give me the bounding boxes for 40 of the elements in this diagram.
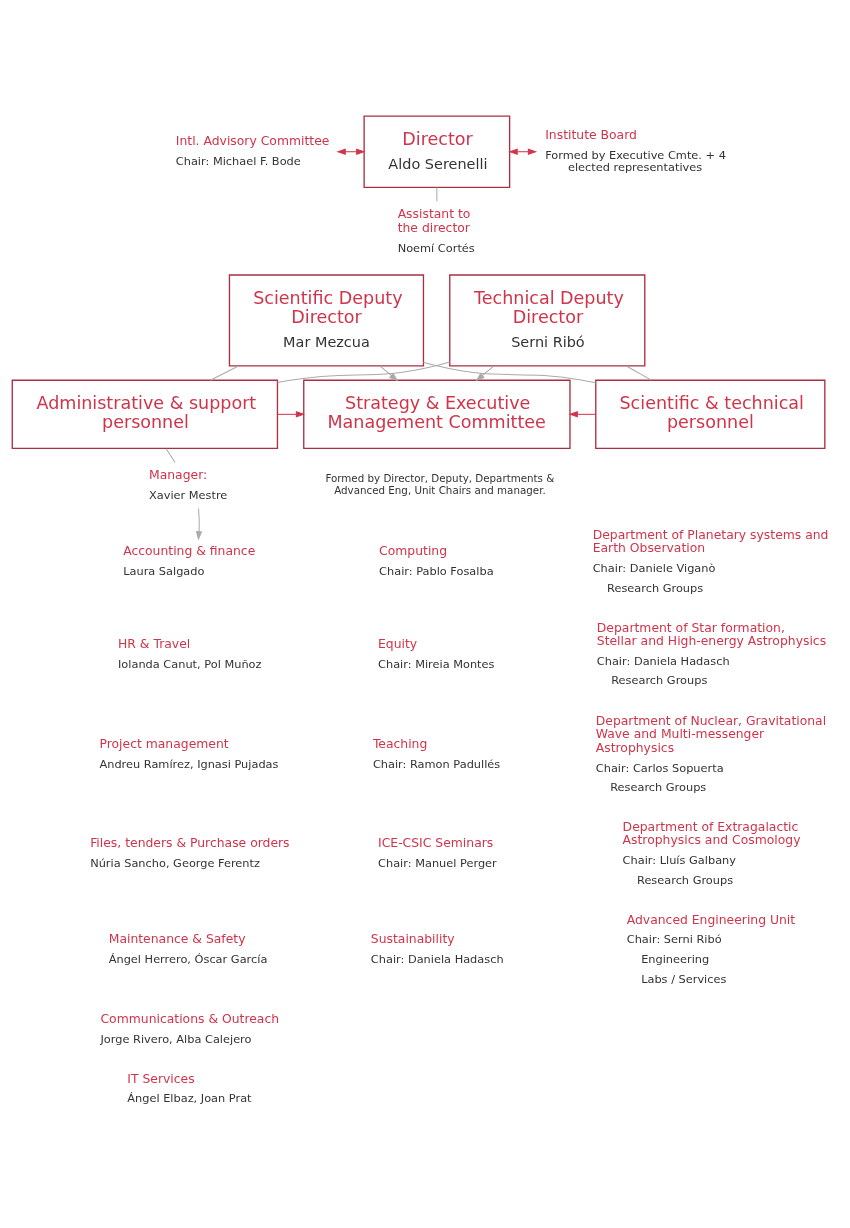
connector [277, 361, 451, 383]
node-text: Department of Nuclear, Gravitational Wave and Multi-messenger Astrophysics Chair: Carlos Sopuerta Research Groups [595, 714, 827, 795]
arrow [276, 411, 306, 418]
node-box: Director Aldo Serenelli [363, 115, 511, 188]
node-text: Maintenance & Safety Ángel Herrero, Óscar García [108, 932, 268, 967]
node-text: Files, tenders & Purchase orders Núria Sancho, George Ferentz [90, 836, 290, 871]
node-text: Project management Andreu Ramírez, Ignasi Pujadas [99, 736, 279, 771]
node-text: Institute Board Formed by Executive Cmte. + 4 elected representatives [545, 127, 726, 175]
node-text: Department of Star formation, Stellar and High-energy Astrophysics Chair: Daniela Hadasch Research Groups [596, 620, 827, 688]
node-text: Department of Planetary systems and Earth Observation Chair: Daniele Viganò Research Groups [592, 527, 829, 595]
connector [209, 365, 240, 381]
node-text: Assistant to the director Noemí Cortés [397, 207, 475, 255]
node-text: Communications & Outreach Jorge Rivero, Alba Calejero [100, 1011, 280, 1046]
node-text: Advanced Engineering Unit Chair: Serni Ribó Engineering Labs / Services [626, 912, 796, 986]
arrow [379, 365, 399, 382]
connector [165, 448, 176, 464]
node-text: Department of Extragalactic Astrophysics and Cosmology Chair: Lluís Galbany Research Groups [622, 819, 801, 887]
arrow [568, 411, 597, 418]
node-box: Scientific & technical personnel [595, 379, 826, 450]
arrow [475, 365, 495, 382]
arrow [508, 148, 538, 155]
node-box: Strategy & Executive Management Committee [303, 379, 571, 450]
node-text: ICE-CSIC Seminars Chair: Manuel Perger [378, 836, 497, 871]
node-text: Sustainability Chair: Daniela Hadasch [370, 932, 504, 967]
node-text: IT Services Ángel Elbaz, Joan Prat [127, 1071, 252, 1106]
node-box: Administrative & support personnel [11, 379, 279, 450]
arrow [195, 507, 203, 541]
node-text: Manager: Xavier Mestre [148, 467, 228, 502]
node-box: Technical Deputy Director Serni Ribó [449, 274, 646, 367]
connector [436, 186, 438, 202]
node-text: Teaching Chair: Ramon Padullés [372, 736, 501, 771]
node-text: Equity Chair: Mireia Montes [378, 637, 495, 671]
connector [422, 361, 597, 384]
node-text: Intl. Advisory Committee Chair: Michael F. Bode [175, 134, 330, 168]
node-text: Computing Chair: Pablo Fosalba [379, 544, 494, 579]
node-text: HR & Travel Iolanda Canut, Pol Muñoz [118, 637, 262, 671]
node-label: Formed by Director, Deputy, Departments & Advanced Eng, Unit Chairs and manager. [325, 472, 555, 496]
node-box: Scientific Deputy Director Mar Mezcua [228, 274, 425, 367]
node-text: Accounting & finance Laura Salgado [123, 544, 256, 579]
connector [625, 365, 652, 381]
